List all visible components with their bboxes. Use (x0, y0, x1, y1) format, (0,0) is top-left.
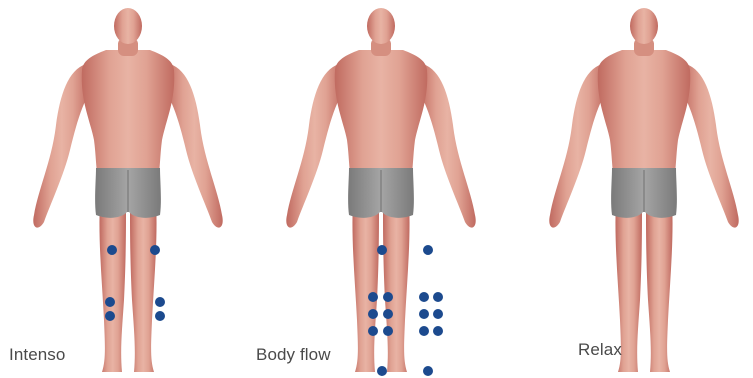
stimulation-point (107, 245, 117, 255)
stimulation-point (419, 292, 429, 302)
stimulation-point (419, 309, 429, 319)
caption-intenso: Intenso (9, 345, 65, 365)
stimulation-point (383, 292, 393, 302)
human-body-back-icon (516, 0, 753, 378)
caption-body-flow: Body flow (256, 345, 331, 365)
stimulation-point (105, 297, 115, 307)
stimulation-point (423, 245, 433, 255)
caption-relax: Relax (578, 340, 622, 360)
stimulation-point (377, 245, 387, 255)
stimulation-point (433, 292, 443, 302)
figure-intenso: Intenso (0, 0, 260, 378)
stimulation-point (383, 326, 393, 336)
stimulation-point (423, 366, 433, 376)
stimulation-point (150, 245, 160, 255)
human-body-back-icon (253, 0, 513, 378)
stimulation-point (368, 326, 378, 336)
figure-relax: Relax (516, 0, 753, 378)
stimulation-point (433, 309, 443, 319)
stimulation-point (419, 326, 429, 336)
stimulation-point (368, 292, 378, 302)
stimulation-point (105, 311, 115, 321)
figure-body-flow: Body flow (253, 0, 513, 378)
stimulation-point (377, 366, 387, 376)
stimulation-point (155, 311, 165, 321)
human-body-back-icon (0, 0, 260, 378)
stimulation-point (383, 309, 393, 319)
stimulation-point (155, 297, 165, 307)
stimulation-point (433, 326, 443, 336)
stimulation-point (368, 309, 378, 319)
